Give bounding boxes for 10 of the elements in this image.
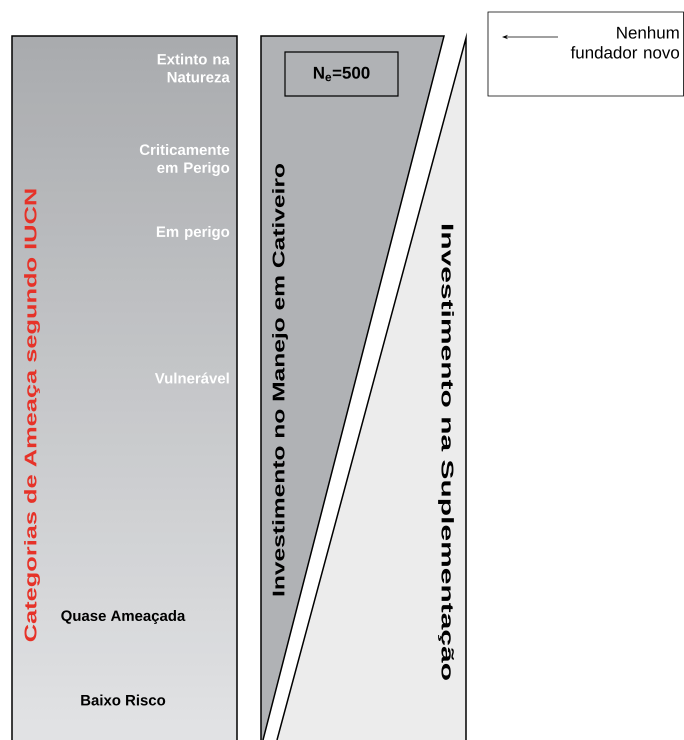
note-box: Nenhum fundador novo bbox=[488, 12, 684, 96]
category-panel bbox=[11, 35, 238, 740]
category-label: Vulnerável bbox=[154, 372, 229, 384]
panel-title: Categorias de Ameaça segundo IUCN bbox=[24, 189, 40, 642]
population-box: N$_{e}$=500 bbox=[284, 51, 399, 97]
category-label: Baixo Risco bbox=[81, 694, 166, 706]
category-label: Criticamente em Perigo bbox=[140, 144, 230, 176]
category-label: Quase Ameaçada bbox=[61, 610, 186, 624]
category-label: Extinto na Natureza bbox=[158, 54, 230, 82]
category-label: Em perigo bbox=[156, 226, 230, 240]
